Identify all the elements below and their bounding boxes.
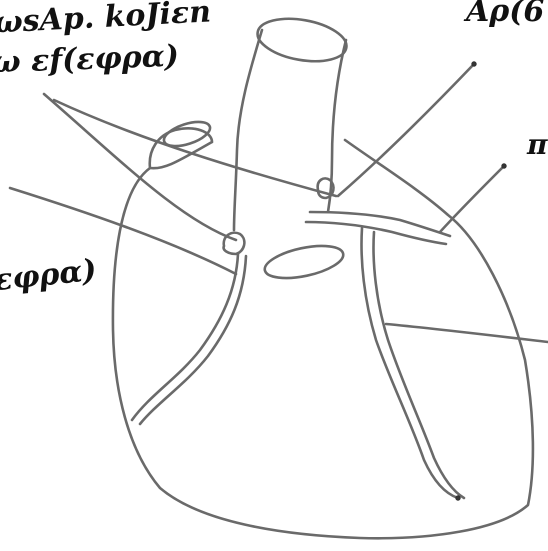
- pointer-line-right: [440, 166, 504, 232]
- pointer-line-top-left-to-vessel: [54, 100, 336, 196]
- aorta-right-wall: [328, 40, 346, 212]
- pointer-line-top-left-to-knot: [44, 94, 236, 240]
- right-coronary-artery-b: [140, 256, 246, 424]
- label-right: π: [527, 128, 548, 161]
- circumflex-branch-b: [306, 222, 446, 244]
- left-atrium-outline: [150, 128, 212, 168]
- pointer-line-lower-right: [386, 324, 548, 342]
- anterior-descending-a: [362, 228, 458, 498]
- pointer-line-top-right: [338, 64, 474, 196]
- aorta-opening: [254, 12, 350, 67]
- anterior-descending-b: [374, 232, 464, 498]
- central-valve-oval: [262, 240, 346, 284]
- label-top-right: Aρ(6: [466, 0, 544, 29]
- aorta-left-wall: [234, 30, 262, 230]
- label-top-left-line2: ω εf(εφρα): [0, 39, 180, 81]
